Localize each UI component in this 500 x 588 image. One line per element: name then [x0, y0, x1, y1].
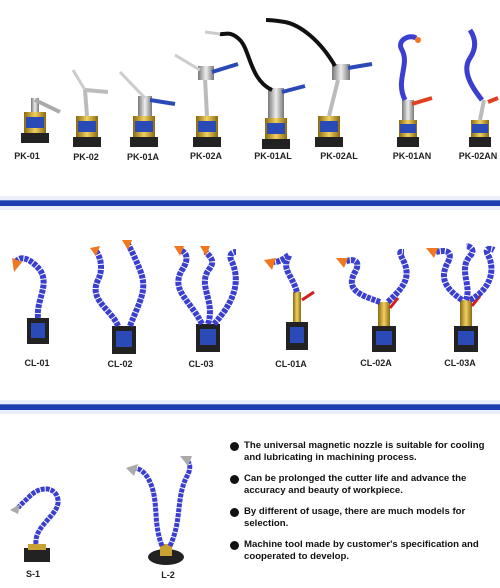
label-cl-02a: CL-02A [360, 358, 392, 368]
label-pk-01al: PK-01AL [254, 151, 292, 161]
pk-02-image [71, 69, 109, 147]
label-pk-01a: PK-01A [126, 152, 160, 162]
label-cl-01: CL-01 [24, 358, 50, 368]
cl-02-image [90, 240, 147, 354]
feature-bullet: Can be prolonged the cutter life and adv… [228, 473, 496, 497]
feature-bullet-list: The universal magnetic nozzle is suitabl… [228, 440, 496, 572]
label-pk-01: PK-01 [14, 151, 40, 161]
cl-03-image [174, 246, 239, 352]
pk-01-image [21, 98, 61, 143]
bullet-dot-icon [230, 442, 239, 451]
feature-bullet-text: Machine tool made by customer's specific… [244, 539, 479, 562]
pk-02al-image [265, 18, 373, 147]
label-l-2: L-2 [161, 570, 175, 580]
label-pk-02a: PK-02A [189, 151, 223, 161]
pk-01a-image [118, 70, 176, 147]
label-pk-02an: PK-02AN [458, 151, 498, 161]
bullet-dot-icon [230, 541, 239, 550]
label-cl-01a: CL-01A [275, 359, 307, 369]
label-cl-02: CL-02 [107, 359, 133, 369]
feature-bullet-text: By different of usage, there are much mo… [244, 506, 466, 529]
s-1-image [10, 486, 61, 562]
cl-02a-image [336, 248, 410, 352]
label-pk-02: PK-02 [73, 152, 99, 162]
cl-01-image [12, 255, 49, 344]
label-pk-01an: PK-01AN [392, 151, 432, 161]
pk-02a-image [174, 53, 239, 147]
divider-band-middle [0, 400, 500, 414]
feature-bullet-text: Can be prolonged the cutter life and adv… [244, 473, 467, 496]
cl-03a-image [426, 243, 496, 352]
feature-bullet-text: The universal magnetic nozzle is suitabl… [244, 440, 485, 463]
label-pk-02al: PK-02AL [320, 151, 358, 161]
label-cl-03: CL-03 [188, 359, 214, 369]
label-s-1: S-1 [25, 569, 41, 579]
pk-02an-image [464, 28, 499, 147]
feature-bullet: By different of usage, there are much mo… [228, 506, 496, 530]
pk-01al-image [204, 30, 306, 149]
cl-01a-image [264, 252, 315, 350]
pk-01an-image [397, 34, 433, 147]
divider-band-top [0, 196, 500, 210]
label-cl-03a: CL-03A [444, 358, 476, 368]
feature-bullet: The universal magnetic nozzle is suitabl… [228, 440, 496, 464]
feature-bullet: Machine tool made by customer's specific… [228, 539, 496, 563]
bullet-dot-icon [230, 475, 239, 484]
l-2-image [126, 456, 193, 565]
bullet-dot-icon [230, 508, 239, 517]
